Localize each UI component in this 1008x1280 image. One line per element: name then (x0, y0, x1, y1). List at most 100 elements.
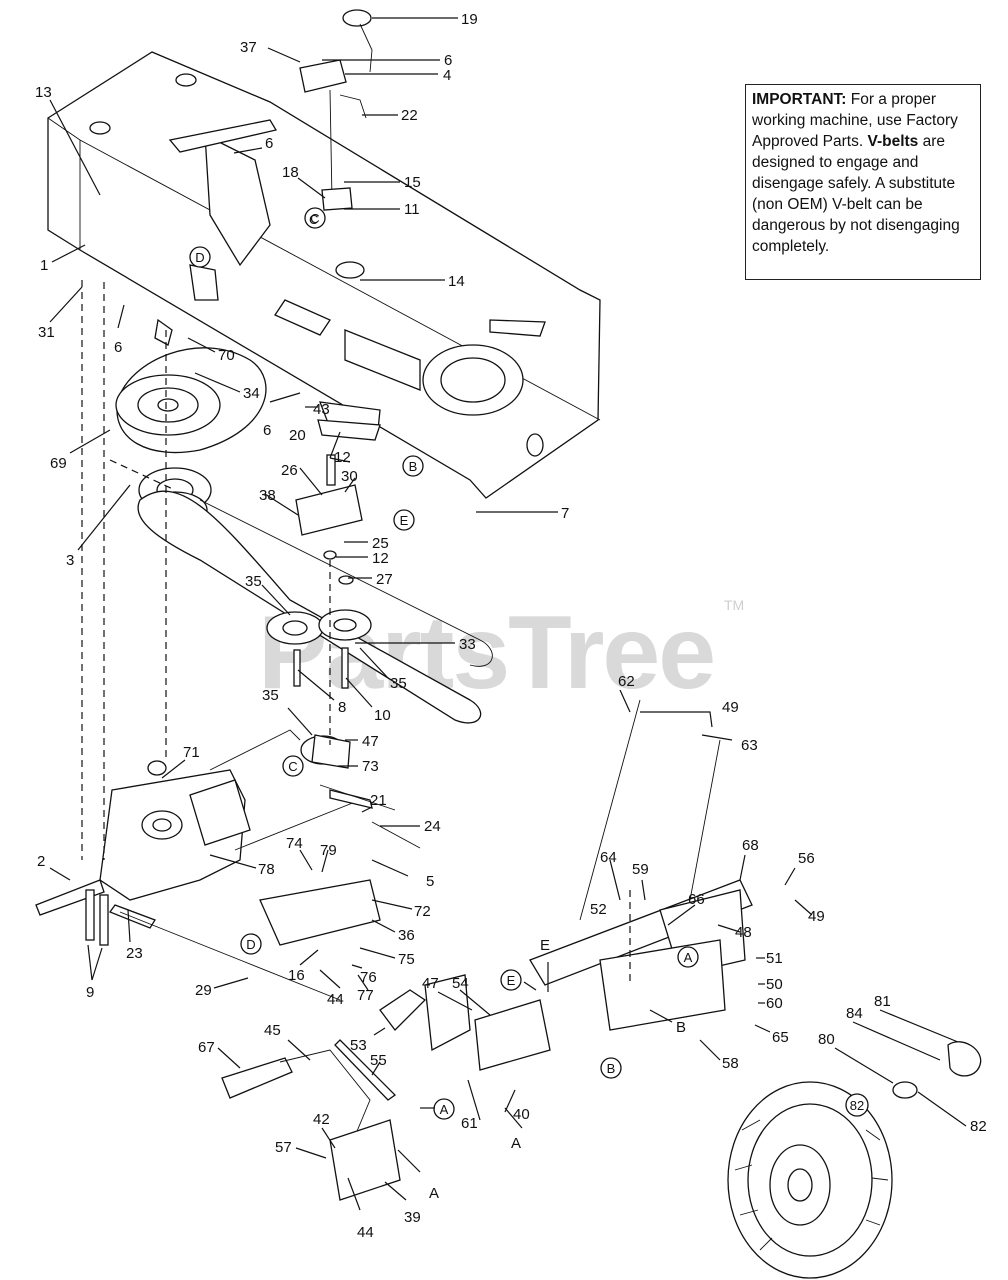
svg-text:A: A (440, 1102, 449, 1117)
callout: 12 (372, 550, 389, 567)
callout: 7 (561, 505, 569, 522)
callout: 13 (35, 84, 52, 101)
callout: 35 (262, 687, 279, 704)
callout: 14 (448, 273, 465, 290)
callout: 45 (264, 1022, 281, 1039)
callout: 80 (818, 1031, 835, 1048)
callout: 79 (320, 842, 337, 859)
notice-text-1: For a proper working machine, use Factor… (752, 91, 958, 150)
callout: 48 (735, 924, 752, 941)
alignment-lines (81, 280, 631, 985)
callout: 2 (37, 853, 45, 870)
callout: 44 (357, 1224, 374, 1241)
transaxle (35, 729, 361, 946)
pedals-shaft (221, 699, 753, 1201)
svg-text:E: E (507, 973, 516, 988)
callout: 74 (286, 835, 303, 852)
callout: 35 (390, 675, 407, 692)
callout: 52 (590, 901, 607, 918)
callout: 56 (798, 850, 815, 867)
important-notice: IMPORTANT: For a proper working machine,… (745, 84, 981, 280)
callout: 76 (360, 969, 377, 986)
callout: 69 (50, 455, 67, 472)
callout: 71 (183, 744, 200, 761)
svg-text:E: E (400, 513, 409, 528)
notice-text-2: are designed to engage and disengage saf… (752, 133, 960, 255)
callout: 37 (240, 39, 257, 56)
callout: 39 (404, 1209, 421, 1226)
callout: 81 (874, 993, 891, 1010)
notice-vbelts: V-belts (867, 133, 919, 150)
watermark-trademark: TM (724, 597, 744, 613)
callout: 72 (414, 903, 431, 920)
callout: 59 (632, 861, 649, 878)
callout: 58 (722, 1055, 739, 1072)
callout: 27 (376, 571, 393, 588)
callout: 23 (126, 945, 143, 962)
callout: 57 (275, 1139, 292, 1156)
callout: 49 (722, 699, 739, 716)
callout: 63 (741, 737, 758, 754)
callout: 4 (443, 67, 451, 84)
shift-lever (299, 9, 373, 211)
callout: 30 (341, 468, 358, 485)
callout: 34 (243, 385, 260, 402)
callout: B (676, 1019, 686, 1036)
callout: 22 (401, 107, 418, 124)
svg-text:B: B (409, 459, 418, 474)
callout: 68 (742, 837, 759, 854)
callout: 75 (398, 951, 415, 968)
callout: 33 (459, 636, 476, 653)
callout: 6 (114, 339, 122, 356)
callout: 82 (970, 1118, 987, 1135)
callout: 40 (513, 1106, 530, 1123)
callout: 20 (289, 427, 306, 444)
callout: 16 (288, 967, 305, 984)
callout: 64 (600, 849, 617, 866)
callout: 60 (766, 995, 783, 1012)
callout: 25 (372, 535, 389, 552)
callout: E (540, 937, 550, 954)
callout: 12 (334, 449, 351, 466)
callout: 6 (263, 422, 271, 439)
callout: 19 (461, 11, 478, 28)
callout: 77 (357, 987, 374, 1004)
callout: 61 (461, 1115, 478, 1132)
callout: 47 (362, 733, 379, 750)
svg-text:82: 82 (850, 1098, 864, 1113)
callout: 43 (313, 401, 330, 418)
callout: 6 (265, 135, 273, 152)
callout: 8 (338, 699, 346, 716)
callout: A (429, 1185, 439, 1202)
callouts: 19 37 6 4 22 13 6 18 15 C 11 1 D 14 31 6… (35, 11, 987, 1241)
callout: 1 (40, 257, 48, 274)
rear-wheel (727, 1041, 982, 1279)
callout: 42 (313, 1111, 330, 1128)
callout: 66 (688, 891, 705, 908)
callout: 11 (404, 201, 420, 218)
svg-text:D: D (195, 250, 204, 265)
callout: 10 (374, 707, 391, 724)
callout: A (511, 1135, 521, 1152)
callout: 67 (198, 1039, 215, 1056)
idler-bracket (295, 419, 381, 585)
callout: 47 (422, 975, 439, 992)
frame (47, 51, 601, 499)
callout: 36 (398, 927, 415, 944)
callout: 70 (218, 347, 235, 364)
callout: 26 (281, 462, 298, 479)
callout: 84 (846, 1005, 863, 1022)
callout: 18 (282, 164, 299, 181)
callout: 78 (258, 861, 275, 878)
callout: 31 (38, 324, 55, 341)
callout: C (309, 212, 318, 227)
callout: 49 (808, 908, 825, 925)
callout: 3 (66, 552, 74, 569)
notice-heading: IMPORTANT: (752, 91, 847, 108)
svg-text:B: B (607, 1061, 616, 1076)
callout: 24 (424, 818, 441, 835)
svg-text:D: D (246, 937, 255, 952)
callout: 55 (370, 1052, 387, 1069)
callout: 35 (245, 573, 262, 590)
